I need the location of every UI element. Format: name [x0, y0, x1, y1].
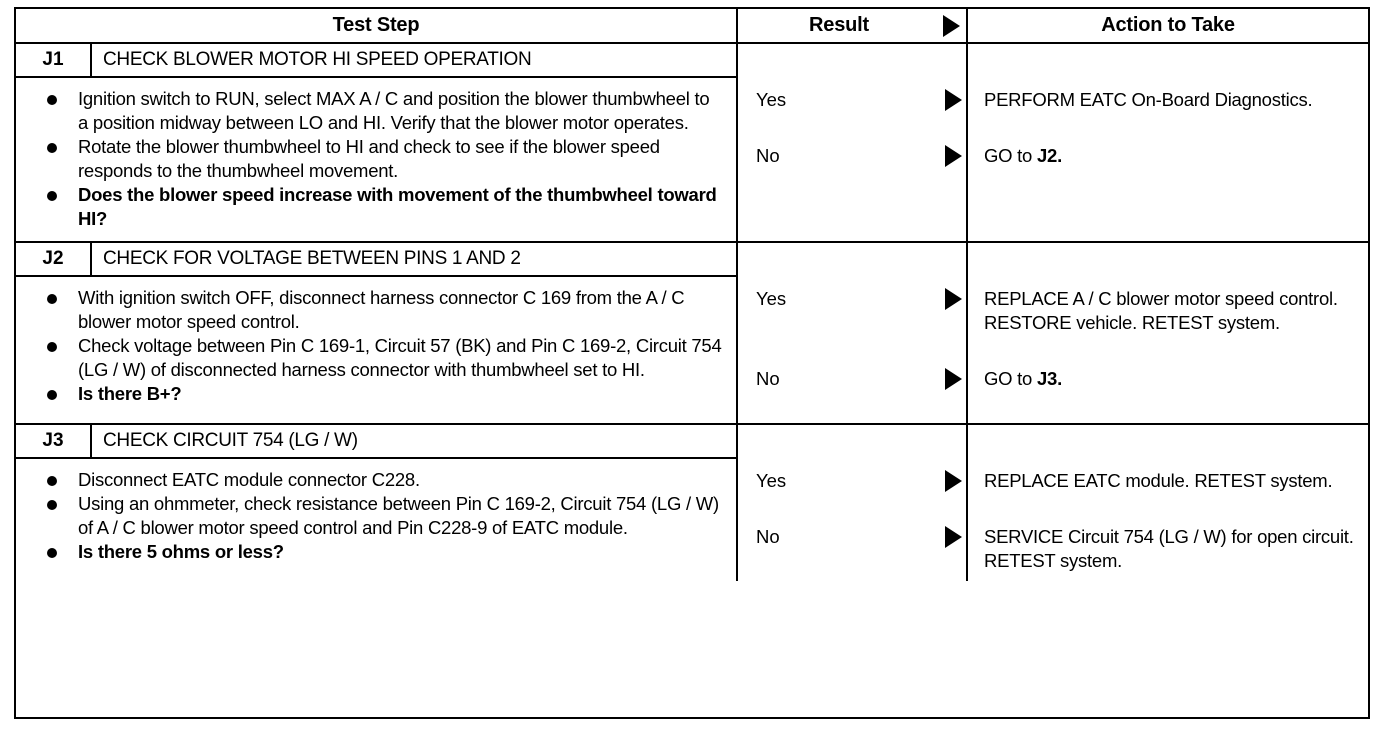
step-column-j2: J2 CHECK FOR VOLTAGE BETWEEN PINS 1 AND … — [16, 243, 738, 423]
header-action-label: Action to Take — [1101, 14, 1235, 36]
header-test-step: Test Step — [16, 9, 738, 42]
list-item: Is there B+? — [30, 382, 722, 406]
result-label: No — [756, 526, 780, 547]
result-label: Yes — [756, 288, 787, 309]
header-result: Result — [738, 9, 968, 42]
list-item: Does the blower speed increase with move… — [30, 183, 722, 231]
action-text: PERFORM EATC On-Board Diagnostics. — [984, 89, 1313, 110]
action-text: REPLACE A / C blower motor speed control… — [984, 288, 1338, 333]
step-body-j3: Disconnect EATC module connector C228. U… — [16, 459, 736, 581]
step-title-j3: CHECK CIRCUIT 754 (LG / W) — [103, 430, 358, 451]
step-title-row-j3: J3 CHECK CIRCUIT 754 (LG / W) — [16, 425, 736, 459]
list-item: Rotate the blower thumbwheel to HI and c… — [30, 135, 722, 183]
table-header-row: Test Step Result Action to Take — [16, 9, 1368, 44]
result-column-j1: Yes No — [738, 44, 968, 241]
action-for-yes-j1: PERFORM EATC On-Board Diagnostics. — [984, 88, 1360, 144]
action-for-no-j1: GO to J2. — [984, 144, 1360, 200]
action-text-bold: J2. — [1037, 145, 1062, 166]
test-section-j3: J3 CHECK CIRCUIT 754 (LG / W) Disconnect… — [16, 425, 1368, 581]
pinpoint-test-table: Test Step Result Action to Take J1 CHECK… — [14, 7, 1370, 719]
header-test-step-label: Test Step — [332, 14, 420, 36]
list-item: Check voltage between Pin C 169-1, Circu… — [30, 334, 722, 382]
step-title-row-j1: J1 CHECK BLOWER MOTOR HI SPEED OPERATION — [16, 44, 736, 78]
result-label: Yes — [756, 89, 787, 110]
result-no-j2: No — [738, 367, 966, 423]
result-label: No — [756, 368, 780, 389]
result-label: Yes — [756, 470, 787, 491]
step-body-j1: Ignition switch to RUN, select MAX A / C… — [16, 78, 736, 241]
step-title-j1: CHECK BLOWER MOTOR HI SPEED OPERATION — [103, 49, 532, 70]
step-body-j2: With ignition switch OFF, disconnect har… — [16, 277, 736, 423]
action-text: REPLACE EATC module. RETEST system. — [984, 470, 1333, 491]
list-item: Disconnect EATC module connector C228. — [30, 468, 722, 492]
right-triangle-icon — [945, 288, 962, 310]
list-item: With ignition switch OFF, disconnect har… — [30, 286, 722, 334]
result-yes-j3: Yes — [738, 469, 966, 525]
action-for-yes-j3: REPLACE EATC module. RETEST system. — [984, 469, 1360, 525]
action-column-j2: REPLACE A / C blower motor speed control… — [968, 243, 1368, 423]
action-column-j1: PERFORM EATC On-Board Diagnostics. GO to… — [968, 44, 1368, 241]
action-text: SERVICE Circuit 754 (LG / W) for open ci… — [984, 526, 1354, 571]
list-item: Using an ohmmeter, check resistance betw… — [30, 492, 722, 540]
step-bullet-list-j2: With ignition switch OFF, disconnect har… — [30, 286, 722, 406]
action-text: GO to — [984, 368, 1037, 389]
right-triangle-icon — [945, 145, 962, 167]
list-item: Is there 5 ohms or less? — [30, 540, 722, 564]
result-yes-j2: Yes — [738, 287, 966, 367]
right-triangle-icon — [945, 526, 962, 548]
header-result-label: Result — [809, 14, 869, 36]
header-action-to-take: Action to Take — [968, 9, 1368, 42]
step-bullet-list-j3: Disconnect EATC module connector C228. U… — [30, 468, 722, 564]
step-title-row-j2: J2 CHECK FOR VOLTAGE BETWEEN PINS 1 AND … — [16, 243, 736, 277]
test-section-j1: J1 CHECK BLOWER MOTOR HI SPEED OPERATION… — [16, 44, 1368, 243]
result-column-j3: Yes No — [738, 425, 968, 581]
step-id-j3: J3 — [16, 425, 92, 457]
result-no-j3: No — [738, 525, 966, 581]
action-text-bold: J3. — [1037, 368, 1062, 389]
step-bullet-list-j1: Ignition switch to RUN, select MAX A / C… — [30, 87, 722, 231]
step-column-j3: J3 CHECK CIRCUIT 754 (LG / W) Disconnect… — [16, 425, 738, 581]
result-label: No — [756, 145, 780, 166]
step-title-j2: CHECK FOR VOLTAGE BETWEEN PINS 1 AND 2 — [103, 248, 521, 269]
right-triangle-icon — [945, 368, 962, 390]
action-for-no-j2: GO to J3. — [984, 367, 1360, 423]
test-section-j2: J2 CHECK FOR VOLTAGE BETWEEN PINS 1 AND … — [16, 243, 1368, 425]
action-for-no-j3: SERVICE Circuit 754 (LG / W) for open ci… — [984, 525, 1360, 581]
result-no-j1: No — [738, 144, 966, 200]
action-text: GO to — [984, 145, 1037, 166]
step-column-j1: J1 CHECK BLOWER MOTOR HI SPEED OPERATION… — [16, 44, 738, 241]
step-id-j2: J2 — [16, 243, 92, 275]
action-for-yes-j2: REPLACE A / C blower motor speed control… — [984, 287, 1360, 367]
list-item: Ignition switch to RUN, select MAX A / C… — [30, 87, 722, 135]
result-column-j2: Yes No — [738, 243, 968, 423]
action-column-j3: REPLACE EATC module. RETEST system. SERV… — [968, 425, 1368, 581]
right-triangle-icon — [945, 470, 962, 492]
right-triangle-icon — [945, 89, 962, 111]
result-yes-j1: Yes — [738, 88, 966, 144]
step-id-j1: J1 — [16, 44, 92, 76]
right-triangle-icon — [943, 14, 960, 37]
